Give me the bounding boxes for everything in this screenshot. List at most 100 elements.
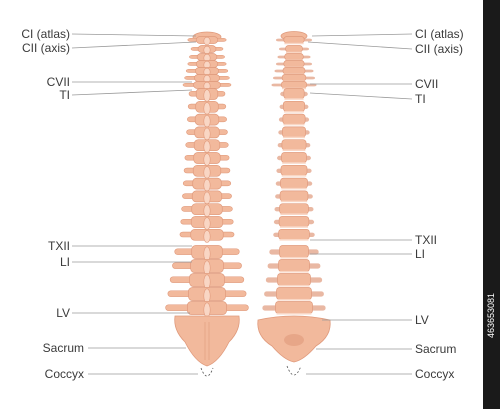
ant-vertebral-body — [281, 139, 307, 151]
leader-right-axis — [307, 41, 413, 50]
post-spinous-process — [203, 274, 211, 290]
post-spinous-process — [203, 102, 211, 115]
leader-right-t1 — [309, 92, 413, 100]
ant-disc — [283, 136, 305, 139]
ant-disc — [278, 284, 310, 287]
leader-left-atlas — [71, 33, 197, 37]
ant-vertebral-body — [283, 88, 305, 99]
label-right-t12: TXII — [415, 233, 437, 247]
label-right-sacrum: Sacrum — [415, 342, 456, 356]
ant-disc — [281, 187, 307, 190]
ant-vertebral-body — [284, 53, 304, 61]
label-left-axis: CII (axis) — [22, 41, 70, 55]
label-right-t1: TI — [415, 92, 426, 106]
ant-vertebral-body — [282, 67, 306, 75]
ant-disc — [281, 174, 307, 177]
post-sacrum — [174, 315, 240, 367]
ant-disc — [282, 149, 306, 151]
ant-vertebral-body — [277, 273, 311, 286]
ant-vertebral-body — [275, 301, 313, 314]
ant-coccyx — [286, 365, 302, 376]
post-spinous-process — [203, 36, 211, 46]
label-right-c7: CVII — [415, 77, 438, 91]
ant-disc — [284, 98, 304, 100]
ant-disc — [280, 200, 308, 203]
label-left-l5: LV — [56, 306, 70, 320]
ant-vertebral-body — [280, 164, 308, 176]
ant-disc — [280, 256, 308, 259]
label-right-coccyx: Coccyx — [415, 367, 454, 381]
post-spinous-process — [203, 166, 211, 179]
ant-vertebral-body — [279, 245, 309, 258]
ant-vertebral-body — [285, 45, 303, 53]
posterior-spine — [165, 31, 249, 377]
ant-vertebral-body — [283, 60, 305, 68]
ant-disc — [283, 123, 305, 126]
ant-disc — [280, 213, 308, 215]
ant-vertebral-body — [279, 203, 309, 215]
ant-disc — [279, 270, 309, 273]
ant-vertebral-body — [281, 152, 307, 163]
ant-vertebral-body — [276, 287, 312, 300]
post-spinous-process — [203, 217, 211, 230]
label-left-coccyx: Coccyx — [45, 367, 84, 381]
ant-vertebral-body — [282, 100, 306, 112]
post-spinous-process — [203, 45, 211, 55]
ant-disc — [282, 162, 306, 164]
post-spinous-process — [203, 288, 211, 304]
ant-disc — [280, 226, 308, 228]
post-sacral-crest — [204, 322, 210, 360]
stock-id-text: 463653081 — [486, 293, 496, 338]
post-coccyx — [200, 367, 214, 377]
ant-vertebral-body — [278, 259, 310, 272]
ant-vertebral-body — [278, 228, 310, 240]
ant-vertebral-body — [282, 113, 306, 125]
label-left-sacrum: Sacrum — [43, 341, 84, 355]
stock-id-background — [483, 0, 500, 409]
post-spinous-process — [203, 230, 211, 243]
label-right-l1: LI — [415, 247, 425, 261]
post-spinous-process — [203, 246, 211, 262]
right-leader-lines — [306, 33, 413, 375]
ant-vertebral-body — [282, 126, 306, 138]
label-left-t1: TI — [59, 88, 70, 102]
ant-disc — [276, 312, 312, 315]
leader-left-axis — [71, 41, 197, 49]
label-left-l1: LI — [60, 255, 70, 269]
ant-disc — [283, 110, 305, 113]
label-left-atlas: CI (atlas) — [21, 27, 70, 41]
ant-disc — [284, 42, 304, 45]
ant-vertebral-body — [279, 190, 309, 202]
label-left-t12: TXII — [48, 239, 70, 253]
label-left-c7: CVII — [47, 75, 70, 89]
post-spinous-process — [203, 114, 211, 128]
post-spinous-process — [203, 153, 211, 166]
post-spinous-process — [203, 178, 211, 192]
ant-disc — [286, 51, 302, 54]
left-labels: CI (atlas) CII (axis) CVII TI TXII LI LV… — [21, 27, 84, 381]
ant-vertebral-body — [283, 36, 305, 44]
stock-id-bar: 463653081 — [483, 0, 500, 409]
ant-sacral-body — [284, 334, 304, 346]
left-leader-lines — [71, 33, 198, 375]
ant-disc — [277, 298, 311, 301]
post-spinous-process — [203, 260, 211, 276]
ant-vertebral-body — [280, 81, 308, 89]
label-right-atlas: CI (atlas) — [415, 27, 464, 41]
post-spinous-process — [203, 302, 211, 318]
right-labels: CI (atlas) CII (axis) CVII TI TXII LI LV… — [415, 27, 464, 381]
ant-vertebral-body — [280, 177, 308, 189]
ant-vertebral-body — [281, 74, 307, 82]
post-spinous-process — [203, 140, 211, 154]
post-spinous-process — [203, 204, 211, 218]
ant-vertebral-body — [278, 216, 310, 227]
post-spinous-process — [203, 127, 211, 141]
label-right-l5: LV — [415, 313, 429, 327]
post-spinous-process — [203, 191, 211, 205]
post-spinous-process — [203, 89, 211, 102]
label-right-axis: CII (axis) — [415, 42, 463, 56]
leader-right-atlas — [311, 33, 413, 37]
ant-disc — [279, 238, 309, 241]
leader-left-t1 — [71, 89, 193, 96]
